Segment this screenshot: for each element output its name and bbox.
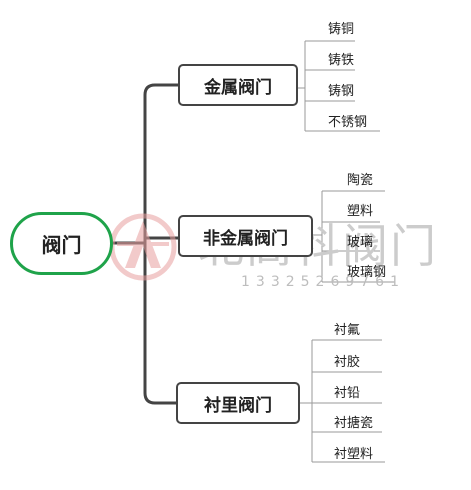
leaf-node[interactable]: 陶瓷 <box>347 173 374 188</box>
branch-node-nonmetal[interactable]: 非金属阀门 <box>178 215 313 257</box>
watermark-logo-icon <box>109 213 177 281</box>
leaf-node[interactable]: 玻璃 <box>347 235 374 250</box>
root-node[interactable]: 阀门 <box>10 212 113 275</box>
branch-3-leaf-lines <box>300 339 385 463</box>
leaf-node[interactable]: 铸铁 <box>328 53 355 68</box>
leaf-node[interactable]: 衬铅 <box>334 386 361 401</box>
leaf-node[interactable]: 铸铜 <box>328 22 355 37</box>
leaf-node[interactable]: 衬塑料 <box>334 447 374 462</box>
leaf-node[interactable]: 衬胶 <box>334 355 361 370</box>
root-label: 阀门 <box>41 233 82 257</box>
leaf-node[interactable]: 塑料 <box>347 204 374 219</box>
leaf-node[interactable]: 铸钢 <box>328 84 355 99</box>
leaf-node[interactable]: 衬搪瓷 <box>334 416 374 431</box>
leaf-node[interactable]: 衬氟 <box>334 323 361 338</box>
branch-2-leaf-lines <box>313 190 395 283</box>
leaf-node[interactable]: 不锈钢 <box>328 115 368 130</box>
watermark-phone: 13325269761 <box>241 274 405 290</box>
branch-node-metal[interactable]: 金属阀门 <box>178 64 298 106</box>
branch-label: 衬里阀门 <box>204 395 272 416</box>
branch-1-leaf-lines <box>298 40 380 132</box>
branch-node-lined[interactable]: 衬里阀门 <box>176 382 300 424</box>
leaf-node[interactable]: 玻璃钢 <box>347 265 387 280</box>
branch-label: 非金属阀门 <box>203 228 288 249</box>
branch-label: 金属阀门 <box>204 77 272 98</box>
